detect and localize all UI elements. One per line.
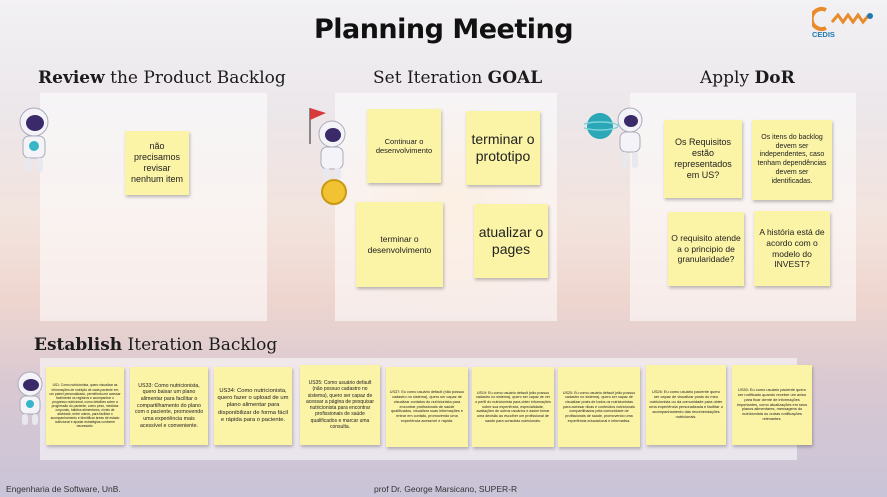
dor-note-us[interactable]: Os Requisitos estão representados em US? (664, 120, 742, 198)
review-panel (40, 93, 267, 321)
goal-note-prototype[interactable]: terminar o prototipo (466, 111, 540, 185)
backlog-note-us35[interactable]: US35: Como usuário default (não possuo c… (300, 365, 380, 445)
astronaut-planet-icon (584, 107, 643, 168)
goal-note-finish[interactable]: terminar o desenvolvimento (356, 202, 443, 287)
astronaut-flag-icon (309, 108, 347, 205)
cedis-logo-icon (812, 7, 873, 31)
backlog-note-us30[interactable]: US30: Eu como usuário paciente quero ser… (732, 365, 812, 445)
heading-goal: Set Iteration GOAL (373, 68, 543, 88)
backlog-note-us1[interactable]: US1: Como nutricionista, quero visualiza… (46, 367, 124, 445)
backlog-note-us34[interactable]: US34: Como nutricionista, quero fazer o … (214, 367, 292, 445)
review-note[interactable]: não precisamos revisar nenhum item (125, 131, 189, 195)
cedis-logo-label: CEDIS (812, 30, 835, 39)
backlog-note-us25[interactable]: US25: Eu como usuário default (não possu… (558, 367, 640, 447)
dor-note-independent[interactable]: Os itens do backlog devem ser independen… (752, 120, 832, 200)
heading-dor: Apply DoR (700, 68, 795, 88)
dor-note-granularity[interactable]: O requisito atende a o principio de gran… (668, 212, 744, 286)
backlog-note-us33[interactable]: US33: Como nutricionista, quero baixar u… (130, 367, 208, 445)
heading-backlog: Establish Iteration Backlog (34, 335, 278, 355)
goal-note-continue[interactable]: Continuar o desenvolvimento (367, 109, 441, 183)
heading-review: Review the Product Backlog (38, 68, 286, 88)
backlog-note-us37[interactable]: US37: Eu como usuário default (não possu… (386, 367, 468, 447)
backlog-note-us26[interactable]: US26: Eu como usuário paciente quero ser… (646, 365, 726, 445)
dor-note-invest[interactable]: A história está de acordo com o modelo d… (754, 211, 830, 286)
page-title: Planning Meeting (313, 14, 574, 45)
backlog-note-us19[interactable]: US19: Eu como usuário default (não possu… (472, 367, 554, 447)
footer-center: prof Dr. George Marsicano, SUPER-R (374, 484, 518, 494)
astronaut-icon (19, 107, 49, 172)
astronaut-small-icon (17, 371, 43, 425)
footer-left: Engenharia de Software, UnB. (6, 484, 121, 494)
goal-note-pages[interactable]: atualizar o pages (474, 204, 548, 278)
